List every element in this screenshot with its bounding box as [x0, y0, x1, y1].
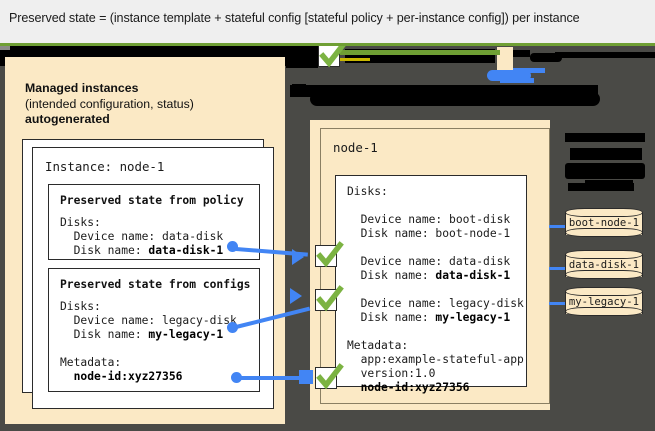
cylinder-top — [565, 287, 643, 296]
blue-blob-artifact — [487, 70, 531, 81]
legacy-disk-name-value: my-legacy-1 — [435, 311, 511, 324]
preserved-state-from-configs-box: Preserved state from configs Disks: Devi… — [48, 268, 260, 392]
cylinder-label: my-legacy-1 — [568, 296, 640, 308]
configs-metadata-label: Metadata: — [60, 356, 122, 369]
metadata-heading: Metadata: — [347, 339, 409, 352]
policy-device-name: Device name: data-disk — [60, 230, 224, 243]
configs-disk-name-value: my-legacy-1 — [148, 328, 224, 341]
redaction-bar — [565, 133, 645, 142]
redaction-bar — [585, 180, 633, 185]
redaction-bar — [565, 163, 645, 179]
connector-arrow-legacy-disk — [290, 288, 302, 304]
redaction-bar — [310, 92, 600, 106]
redaction-bar — [0, 46, 10, 50]
managed-instances-subheading: (intended configuration, status) — [25, 96, 194, 111]
data-device-name: Device name: data-disk — [347, 255, 511, 268]
caption-text: Preserved state = (instance template + s… — [9, 11, 580, 25]
policy-disk-name-value: data-disk-1 — [148, 244, 224, 257]
instance-card-title: Instance: node-1 — [45, 159, 165, 174]
cylinder-label: boot-node-1 — [568, 217, 640, 229]
disks-card: Disks: Device name: boot-disk Disk name:… — [335, 175, 527, 394]
data-disk-name-label: Disk name: — [347, 269, 436, 282]
connector-line-node-id — [240, 376, 302, 380]
node-card-title: node-1 — [333, 140, 378, 155]
policy-disk-name-label: Disk name: — [60, 244, 149, 257]
cylinder-top — [565, 250, 643, 259]
connector-arrow-data-disk — [292, 249, 304, 265]
preserved-state-from-policy-box: Preserved state from policy Disks: Devic… — [48, 184, 260, 260]
cylinder-top — [565, 208, 643, 217]
blue-blob-artifact-3 — [500, 78, 534, 83]
cylinder-bottom — [565, 228, 643, 237]
policy-box-body: Disks: Device name: data-disk Disk name:… — [60, 216, 223, 258]
green-check-icon-box-data-disk — [315, 241, 344, 268]
cream-artifact — [497, 47, 513, 70]
redaction-bar — [570, 148, 642, 160]
legacy-disk-name-label: Disk name: — [347, 311, 436, 324]
cylinder-line-legacy — [549, 302, 571, 305]
configs-device-name: Device name: legacy-disk — [60, 314, 237, 327]
boot-disk-name: Disk name: boot-node-1 — [347, 227, 511, 240]
green-divider-rule — [0, 43, 655, 46]
connector-dot-data-disk — [227, 241, 238, 252]
instance-card: Instance: node-1 Preserved state from po… — [32, 147, 274, 409]
green-check-icon-box-node-id — [315, 363, 344, 390]
cylinder-my-legacy-1: my-legacy-1 — [565, 287, 645, 319]
policy-box-heading: Preserved state from policy — [60, 194, 244, 207]
managed-instances-title: Managed instances (intended configuratio… — [25, 81, 275, 128]
green-check-icon-box-top — [318, 41, 347, 68]
managed-instances-heading: Managed instances — [25, 81, 139, 95]
redaction-bar — [530, 53, 562, 62]
disks-heading: Disks: — [347, 185, 388, 198]
configs-box-body: Disks: Device name: legacy-disk Disk nam… — [60, 300, 237, 384]
metadata-version: version:1.0 — [347, 367, 436, 380]
managed-instances-autogenerated: autogenerated — [25, 112, 110, 126]
redaction-bar — [286, 46, 318, 68]
redaction-bar — [292, 84, 306, 94]
green-check-icon-box-legacy-disk — [315, 285, 344, 312]
redaction-bar — [512, 50, 530, 57]
connector-dot-node-id — [231, 372, 242, 383]
metadata-app: app:example-stateful-app — [347, 353, 524, 366]
caption-bar — [0, 0, 655, 43]
redaction-bar — [555, 52, 655, 58]
configs-metadata-nodeid: node-id:xyz27356 — [60, 370, 183, 383]
data-disk-name-value: data-disk-1 — [435, 269, 511, 282]
green-check-icon — [316, 363, 344, 390]
policy-disks-label: Disks: — [60, 216, 101, 229]
blue-blob-artifact-2 — [513, 68, 545, 73]
cylinder-bottom — [565, 307, 643, 316]
configs-disk-name-label: Disk name: — [60, 328, 149, 341]
green-check-icon — [319, 41, 347, 68]
boot-device-name: Device name: boot-disk — [347, 213, 511, 226]
cylinder-line-data — [549, 267, 571, 270]
metadata-node-id: node-id:xyz27356 — [347, 381, 470, 394]
configs-box-heading: Preserved state from configs — [60, 278, 251, 291]
cylinder-boot-node-1: boot-node-1 — [565, 208, 645, 240]
legacy-device-name: Device name: legacy-disk — [347, 297, 524, 310]
redaction-bar — [568, 183, 634, 191]
green-check-icon — [316, 285, 344, 312]
cylinder-label: data-disk-1 — [568, 259, 640, 271]
cylinder-data-disk-1: data-disk-1 — [565, 250, 645, 282]
configs-disks-label: Disks: — [60, 300, 101, 313]
connector-arrow-node-id — [299, 370, 313, 384]
green-stroke-artifact-2 — [338, 58, 370, 61]
green-stroke-artifact — [340, 50, 500, 55]
cylinder-line-boot — [549, 225, 571, 228]
disks-card-body: Disks: Device name: boot-disk Disk name:… — [347, 185, 524, 395]
green-check-icon — [316, 241, 344, 268]
connector-dot-legacy-disk — [227, 322, 238, 333]
cylinder-bottom — [565, 270, 643, 279]
